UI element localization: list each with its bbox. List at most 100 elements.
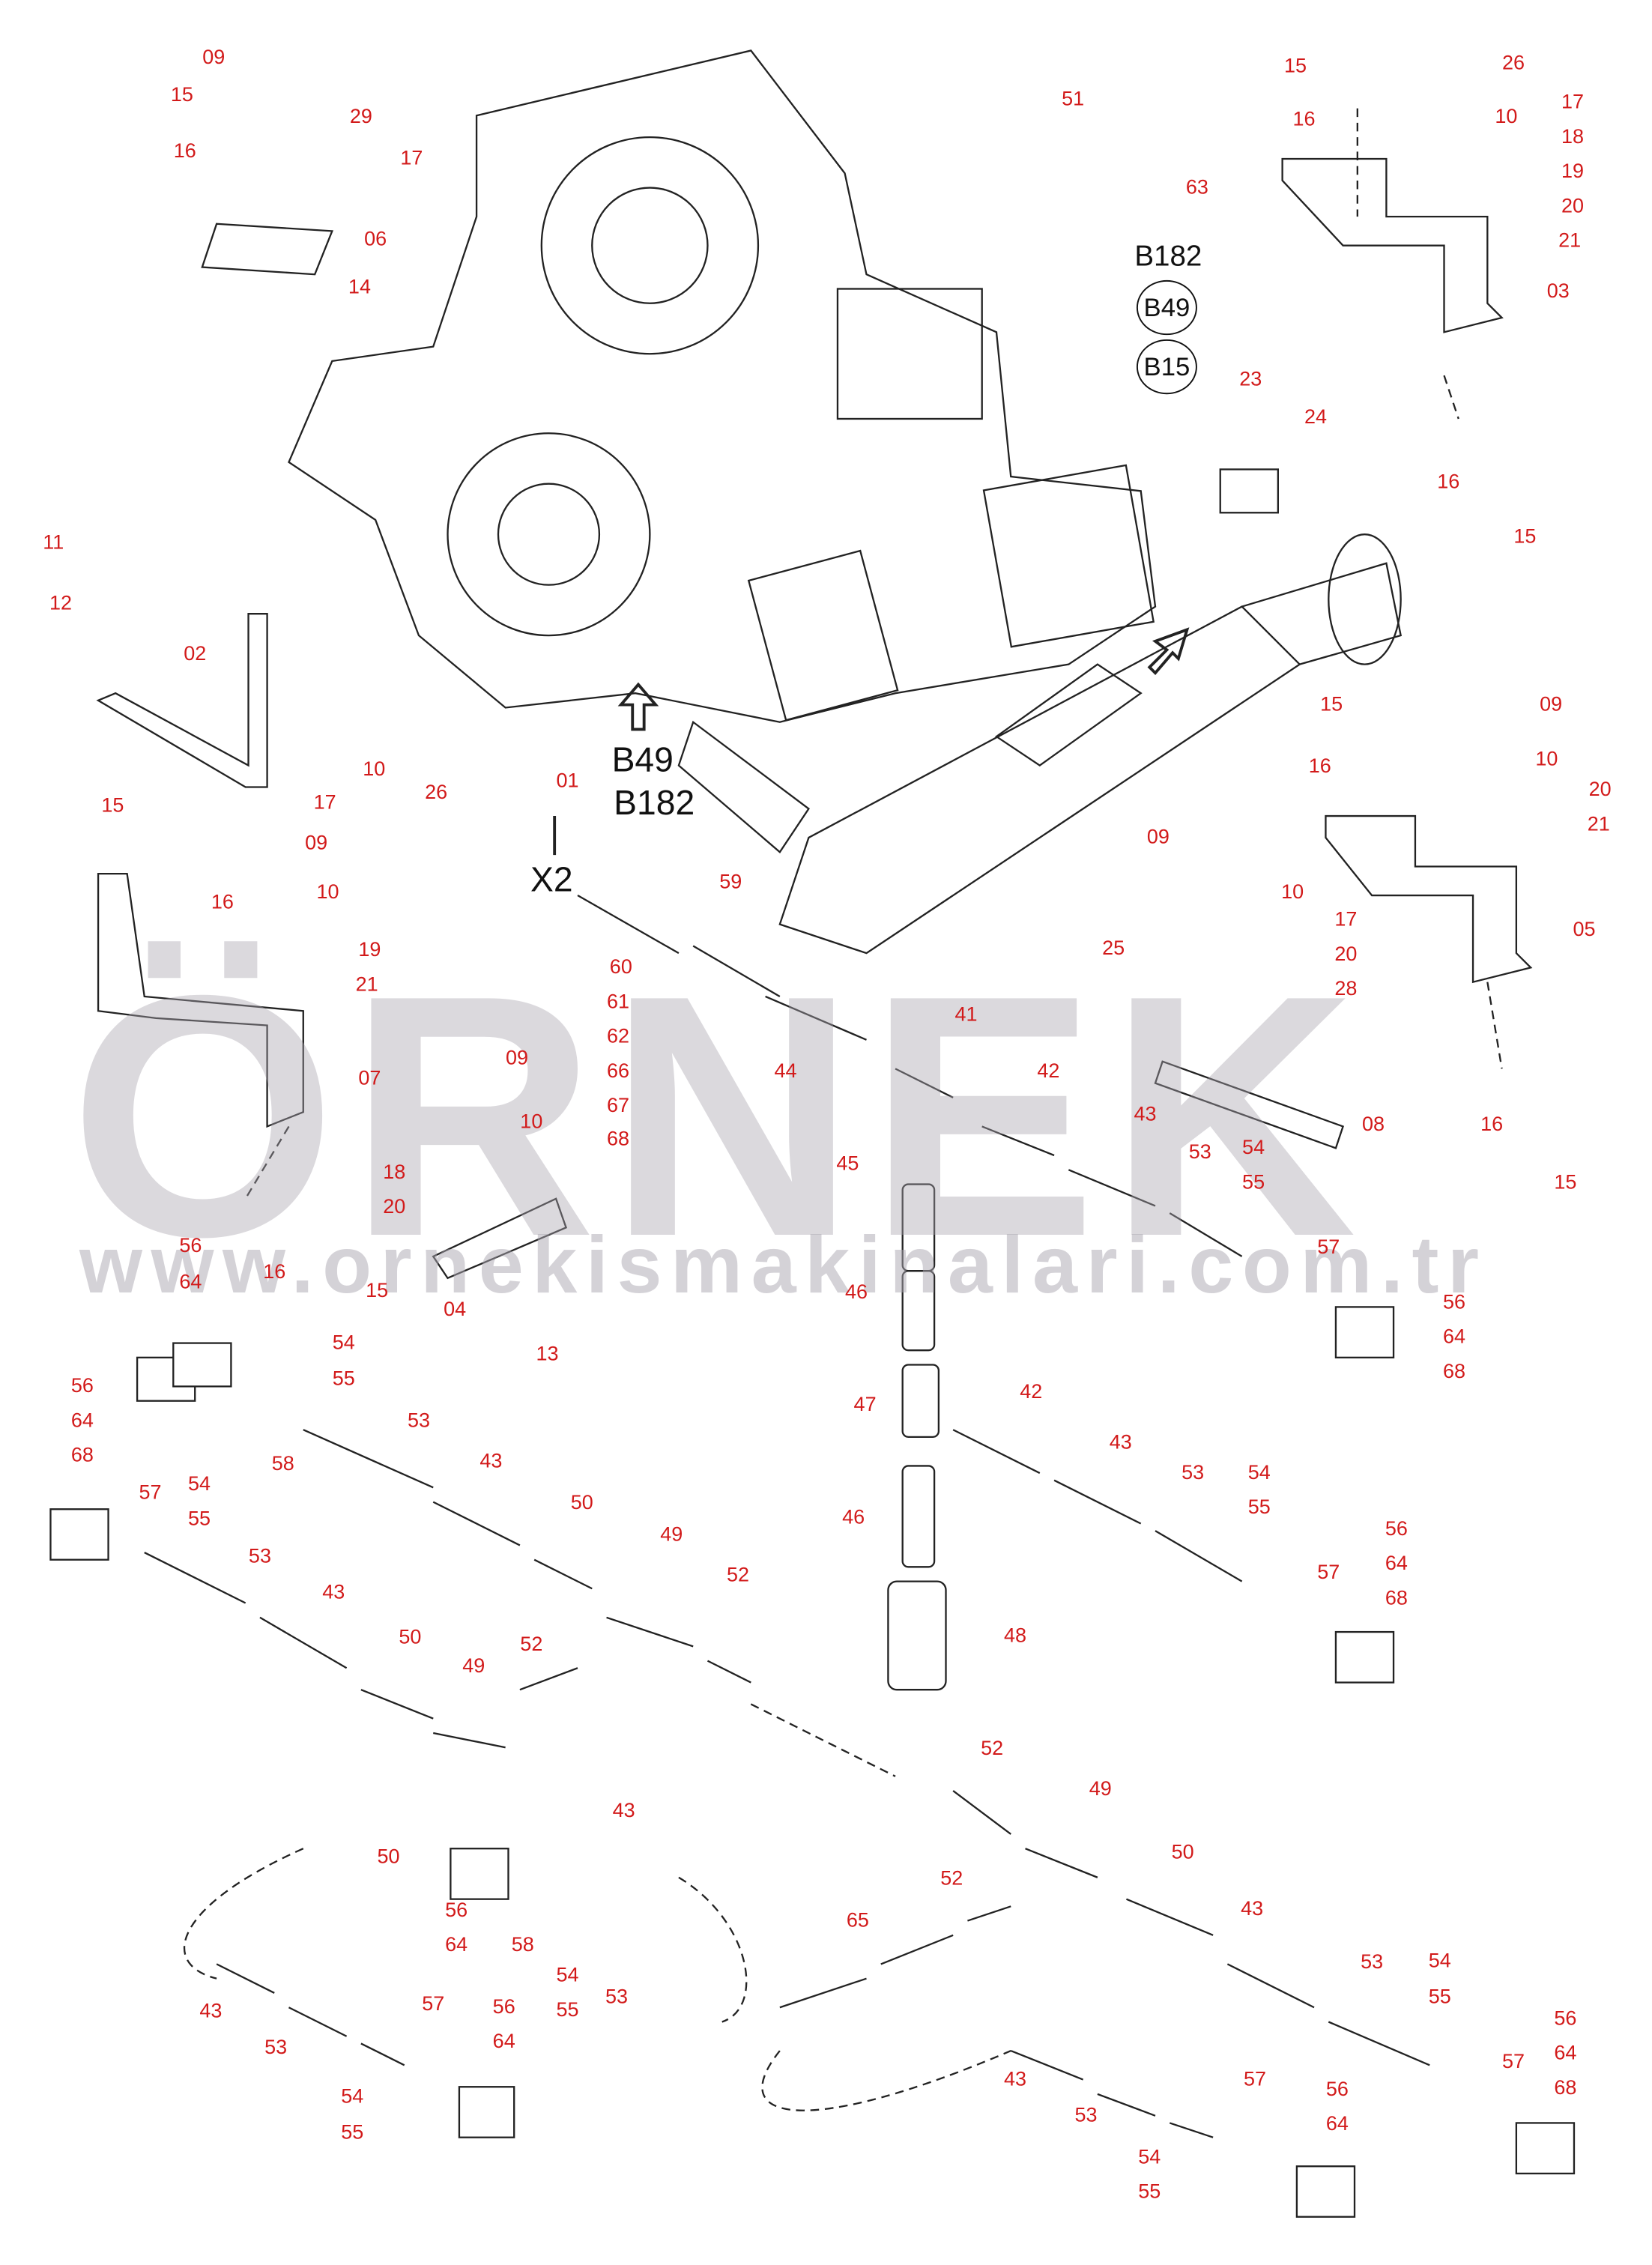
part-callout: 17 [400,145,423,169]
part-callout: 17 [313,790,336,814]
part-callout: 09 [506,1045,529,1069]
part-callout: 56 [492,1994,515,2018]
part-callout: 49 [660,1522,683,1546]
part-callout: 46 [842,1505,865,1528]
part-callout: 08 [1362,1112,1385,1136]
part-callout: 60 [609,955,632,978]
part-callout: 20 [1588,776,1612,800]
part-callout: 49 [462,1653,485,1677]
part-callout: 12 [49,590,72,614]
part-callout: 64 [1325,2111,1349,2135]
part-callout: 55 [187,1506,211,1530]
part-callout: 43 [1004,2066,1027,2090]
ref-b182-arrow: B182 [614,784,695,823]
part-callout: 16 [1480,1112,1504,1136]
part-callout: 09 [1540,692,1563,716]
part-callout: 50 [1171,1839,1194,1863]
part-callout: 15 [101,793,124,817]
part-callout: 49 [1089,1776,1112,1800]
part-callout: 21 [1587,811,1610,835]
watermark-brand: ÖRNEK [69,925,1369,1309]
part-callout: 47 [853,1392,877,1415]
part-callout: 53 [1188,1139,1211,1163]
part-callout: 15 [170,82,193,106]
part-callout: 64 [1385,1551,1408,1574]
part-callout: 68 [606,1126,629,1150]
ref-b49-arrow: B49 [611,740,674,780]
part-callout: 26 [1502,50,1525,74]
part-callout: 54 [1242,1135,1265,1158]
part-callout: 54 [1428,1948,1451,1972]
part-callout: 56 [1385,1516,1408,1540]
part-callout: 43 [479,1448,503,1472]
part-callout: 53 [605,1984,629,2008]
part-callout: 53 [1181,1460,1205,1484]
part-callout: 06 [364,226,387,250]
part-callout: 54 [1138,2144,1161,2168]
part-callout: 05 [1573,916,1596,940]
part-callout: 68 [70,1442,94,1466]
part-callout: 19 [358,937,381,961]
part-callout: 58 [511,1932,534,1956]
part-callout: 56 [1325,2076,1349,2100]
part-callout: 24 [1304,404,1327,428]
part-callout: 16 [173,139,196,162]
part-callout: 56 [445,1897,468,1921]
part-callout: 56 [179,1233,202,1257]
part-callout: 55 [556,1997,579,2021]
part-callout: 46 [844,1279,868,1303]
part-callout: 55 [1428,1984,1451,2008]
dashed-harness-lines [183,108,1503,2111]
part-callout: 57 [1243,2066,1267,2090]
part-callout: 51 [1062,86,1085,110]
part-callout: 41 [954,1002,978,1026]
part-callout: 52 [520,1632,543,1655]
part-callout: 64 [492,2029,515,2052]
part-callout: 53 [407,1408,430,1432]
part-callout: 68 [1442,1358,1466,1382]
part-callout: 57 [422,1992,445,2015]
part-callout: 57 [1317,1235,1340,1258]
part-callout: 57 [1317,1559,1340,1583]
part-callout: 28 [1334,976,1358,1000]
part-callout: 07 [358,1065,381,1089]
part-callout: 10 [1281,879,1304,903]
part-callout: 50 [570,1490,593,1514]
part-callout: 53 [248,1543,271,1567]
part-callout: 54 [341,2084,364,2108]
part-callout: 64 [70,1408,94,1432]
ref-b49-circle: B49 [1136,279,1197,336]
part-callout: 20 [1561,193,1585,217]
ref-b15-circle: B15 [1136,339,1197,395]
part-callout: 58 [271,1451,294,1475]
part-callout: 04 [444,1296,467,1320]
part-callout: 16 [1437,469,1460,493]
part-callout: 09 [305,830,328,854]
part-callout: 56 [70,1373,94,1397]
part-callout: 19 [1561,159,1585,182]
part-callout: 25 [1102,936,1125,959]
part-callout: 15 [1283,53,1307,77]
part-callout: 10 [1535,746,1558,770]
part-callout: 52 [940,1866,963,1890]
part-callout: 67 [606,1093,629,1116]
part-callout: 16 [1292,106,1316,130]
part-callout: 65 [846,1908,869,1932]
part-callout: 17 [1334,907,1358,931]
part-callout: 50 [377,1844,400,1868]
watermark-url: www.ornekismakinalari.com.tr [79,1218,1488,1310]
part-callout: 02 [184,641,207,665]
part-callout: 55 [1242,1170,1265,1194]
part-callout: 52 [981,1735,1004,1759]
brackets [96,157,1533,1280]
part-callout: 18 [383,1159,406,1183]
part-callout: 54 [556,1962,579,1986]
part-callout: 10 [520,1109,543,1133]
part-callout: 52 [726,1562,749,1586]
part-callout: 15 [1554,1170,1577,1194]
part-callout: 44 [774,1058,797,1082]
part-callout: 17 [1561,89,1585,113]
part-callout: 09 [1146,824,1170,848]
part-callout: 68 [1554,2075,1577,2099]
